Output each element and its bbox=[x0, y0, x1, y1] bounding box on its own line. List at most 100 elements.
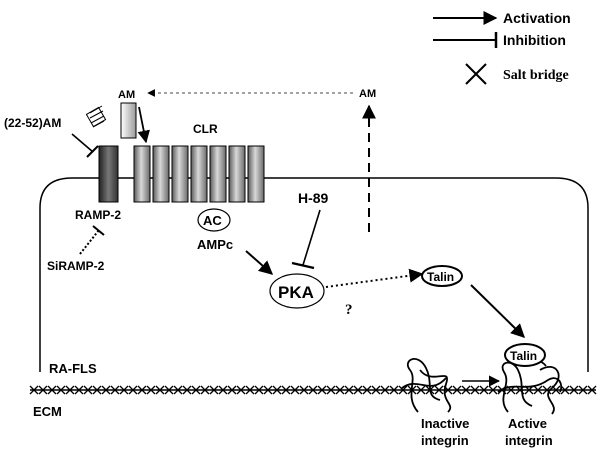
salt-bridge-cross bbox=[416, 385, 426, 395]
legend: Activation Inhibition Salt bridge bbox=[433, 10, 571, 85]
h89-label: H-89 bbox=[298, 190, 329, 206]
salt-bridge-cross bbox=[362, 385, 372, 395]
salt-bridge-cross bbox=[56, 385, 66, 395]
salt-bridge-cross bbox=[389, 385, 399, 395]
inactive-integrin-label-line2: integrin bbox=[421, 433, 469, 448]
am-binding-arrow bbox=[137, 106, 150, 144]
salt-bridge-cross bbox=[560, 385, 570, 395]
ecm-salt-bridge-chain bbox=[29, 385, 597, 395]
salt-bridge-cross bbox=[533, 385, 543, 395]
salt-bridge-cross bbox=[173, 385, 183, 395]
legend-salt-bridge-label: Salt bridge bbox=[503, 68, 569, 83]
salt-bridge-cross bbox=[461, 385, 471, 395]
unknown-mechanism-label: ? bbox=[345, 302, 353, 318]
pka-to-talin-dotted-arrow bbox=[325, 268, 424, 288]
salt-bridge-cross bbox=[164, 385, 174, 395]
clr-label: CLR bbox=[193, 122, 218, 136]
clr-helix bbox=[171, 145, 189, 203]
clr-helix bbox=[190, 145, 208, 203]
clr-helix bbox=[133, 145, 151, 203]
salt-bridge-cross bbox=[281, 385, 291, 395]
pka-ellipse bbox=[269, 273, 325, 309]
salt-bridge-cross bbox=[38, 385, 48, 395]
ac-label: AC bbox=[203, 213, 222, 228]
salt-bridge-cross bbox=[200, 385, 210, 395]
ampc-label: AMPc bbox=[197, 237, 233, 252]
salt-bridge-cross bbox=[218, 385, 228, 395]
salt-bridge-cross bbox=[110, 385, 120, 395]
talin-top-label: Talin bbox=[427, 270, 454, 284]
ampc-to-pka-arrow bbox=[245, 250, 274, 275]
am-left-label: AM bbox=[118, 89, 135, 101]
salt-bridge-cross bbox=[92, 385, 102, 395]
salt-bridge-cross bbox=[191, 385, 201, 395]
salt-bridge-cross bbox=[569, 385, 579, 395]
salt-bridge-cross bbox=[479, 385, 489, 395]
salt-bridge-icon bbox=[465, 63, 487, 85]
talin-top-ellipse bbox=[421, 265, 463, 287]
salt-bridge-cross bbox=[326, 385, 336, 395]
salt-bridge-cross bbox=[245, 385, 255, 395]
salt-bridge-cross bbox=[488, 385, 498, 395]
salt-bridge-cross bbox=[74, 385, 84, 395]
siramp2-label: SiRAMP-2 bbox=[47, 259, 105, 273]
salt-bridge-cross bbox=[587, 385, 597, 395]
salt-bridge-cross bbox=[227, 385, 237, 395]
clr-helix bbox=[228, 145, 246, 203]
salt-bridge-cross bbox=[236, 385, 246, 395]
salt-bridge-cross bbox=[182, 385, 192, 395]
salt-bridge-cross bbox=[434, 385, 444, 395]
am-right-label: AM bbox=[359, 88, 376, 100]
salt-bridge-cross bbox=[272, 385, 282, 395]
salt-bridge-cross bbox=[29, 385, 39, 395]
active-integrin-label-line1: Active bbox=[508, 416, 547, 431]
ramp2-helix bbox=[98, 145, 119, 203]
ra-fls-label: RA-FLS bbox=[49, 361, 97, 376]
h89-inhibition-line bbox=[302, 209, 321, 266]
salt-bridge-cross bbox=[263, 385, 273, 395]
clr-helix bbox=[152, 145, 170, 203]
salt-bridge-cross bbox=[470, 385, 480, 395]
talin-activation-arrow bbox=[470, 284, 525, 338]
ramp2-label: RAMP-2 bbox=[75, 208, 121, 222]
antagonist-icon bbox=[85, 105, 107, 128]
salt-bridge-cross bbox=[47, 385, 57, 395]
salt-bridge-cross bbox=[209, 385, 219, 395]
inactive-integrin-label-line1: Inactive bbox=[421, 416, 469, 431]
salt-bridge-cross bbox=[65, 385, 75, 395]
salt-bridge-cross bbox=[137, 385, 147, 395]
ac-ellipse bbox=[197, 208, 231, 232]
salt-bridge-cross bbox=[83, 385, 93, 395]
clr-helix bbox=[209, 145, 227, 203]
legend-inhibition-label: Inhibition bbox=[503, 32, 566, 48]
salt-bridge-cross bbox=[146, 385, 156, 395]
ecm-label: ECM bbox=[33, 404, 62, 419]
salt-bridge-cross bbox=[335, 385, 345, 395]
active-integrin-label-line2: integrin bbox=[505, 433, 553, 448]
legend-activation-label: Activation bbox=[503, 10, 571, 26]
salt-bridge-cross bbox=[317, 385, 327, 395]
salt-bridge-cross bbox=[290, 385, 300, 395]
talin-bottom-ellipse bbox=[504, 343, 546, 367]
salt-bridge-cross bbox=[452, 385, 462, 395]
salt-bridge-cross bbox=[155, 385, 165, 395]
antagonist-inhibition-line bbox=[71, 133, 94, 153]
am-ligand bbox=[120, 102, 137, 139]
salt-bridge-cross bbox=[371, 385, 381, 395]
salt-bridge-cross bbox=[299, 385, 309, 395]
clr-helix bbox=[247, 145, 265, 203]
antagonist-label: (22-52)AM bbox=[4, 116, 61, 130]
talin-bottom-label: Talin bbox=[510, 349, 537, 363]
salt-bridge-cross bbox=[308, 385, 318, 395]
sirna-inhibition-line bbox=[79, 229, 100, 255]
salt-bridge-cross bbox=[254, 385, 264, 395]
salt-bridge-cross bbox=[344, 385, 354, 395]
salt-bridge-cross bbox=[578, 385, 588, 395]
cell-membrane-outline bbox=[39, 177, 589, 372]
salt-bridge-cross bbox=[542, 385, 552, 395]
clr-receptor bbox=[133, 145, 265, 203]
salt-bridge-cross bbox=[101, 385, 111, 395]
salt-bridge-cross bbox=[353, 385, 363, 395]
